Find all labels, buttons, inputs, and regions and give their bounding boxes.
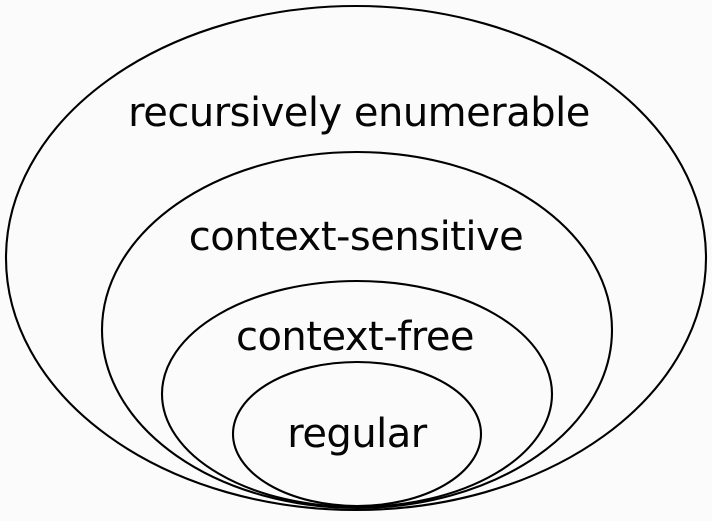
- set-label-recursively-enumerable: recursively enumerable: [128, 90, 590, 136]
- set-ellipse-recursively-enumerable: [4, 4, 708, 512]
- set-label-context-free: context-free: [235, 314, 475, 360]
- set-ellipse-regular: [231, 360, 483, 508]
- set-label-context-sensitive: context-sensitive: [188, 214, 524, 260]
- set-label-regular: regular: [287, 411, 427, 457]
